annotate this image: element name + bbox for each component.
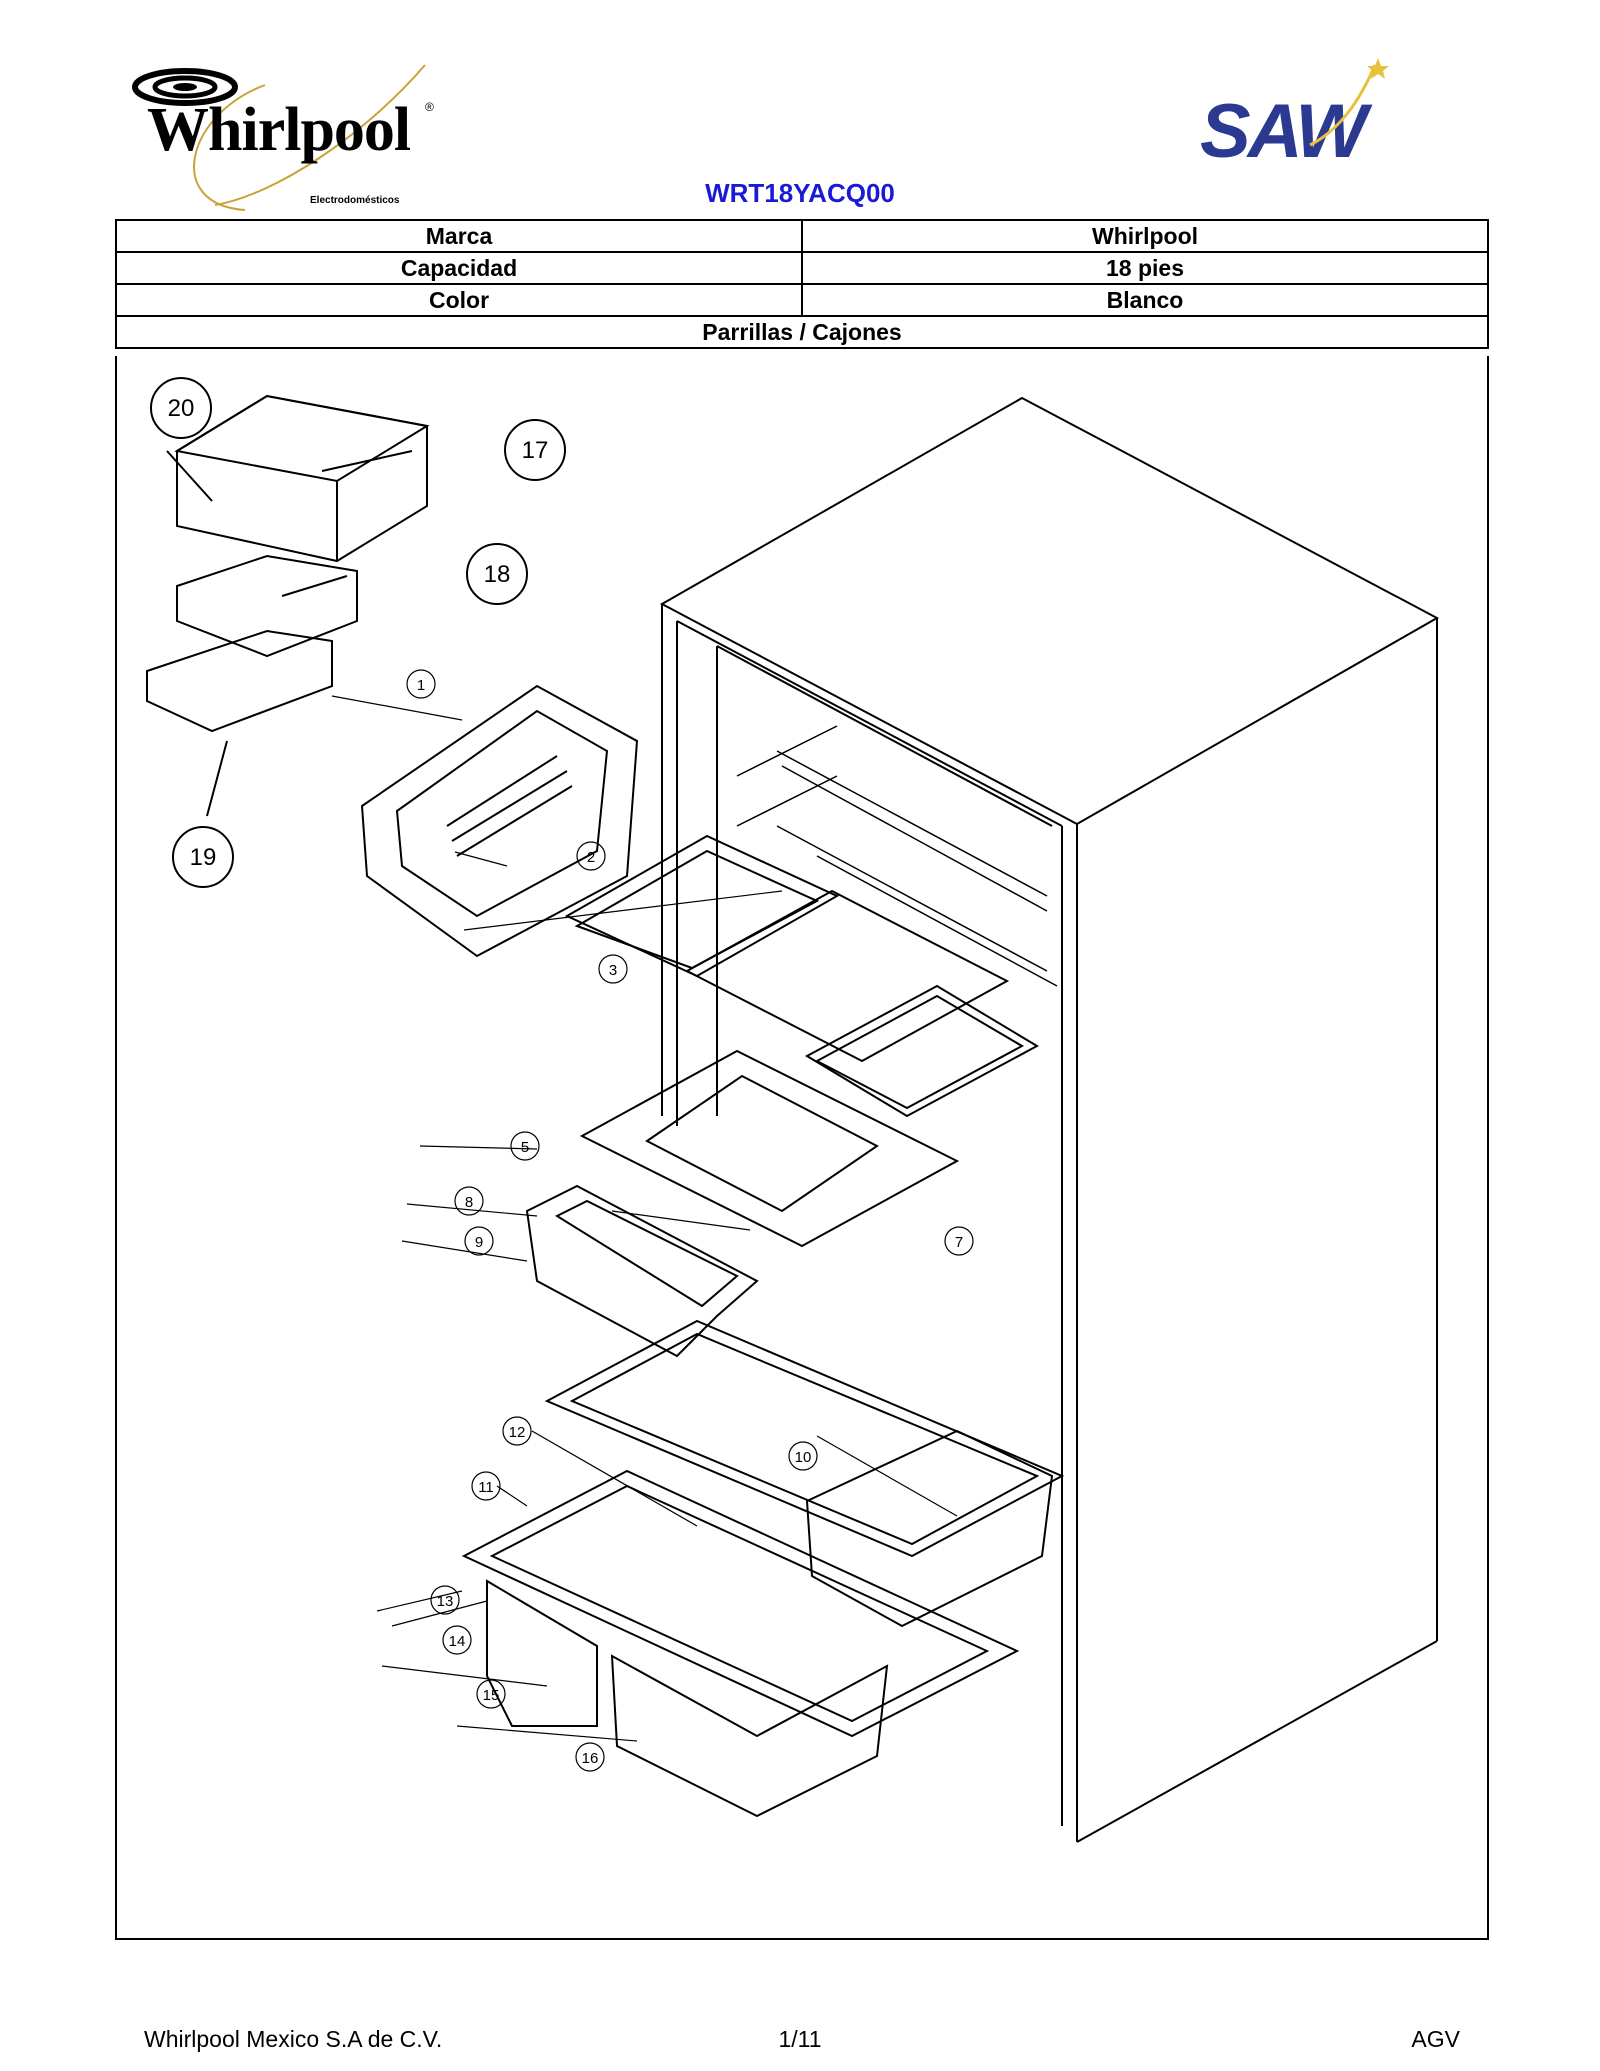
refrigerator-drawing: 20 17 18 19 1 2 3 5 8 9 7 12 1 [146,377,1440,1843]
door-bin-10 [805,1429,1054,1628]
footer-company: Whirlpool Mexico S.A de C.V. [144,2026,443,2052]
spec-row: Capacidad 18 pies [115,251,1489,285]
saw-star-icon [1309,58,1389,147]
callout-10-label: 10 [795,1449,812,1466]
large-callouts: 20 17 18 19 [150,377,566,888]
ice-bin-19 [146,629,333,733]
callout-17: 17 [504,419,566,481]
ice-maker-17 [174,394,430,563]
callout-11: 11 [471,1471,501,1501]
crisper-drawer-15 [486,1579,598,1727]
shelf-12 [544,1319,1065,1558]
callout-10: 10 [788,1441,818,1471]
callout-20: 20 [150,377,212,439]
callout-11-label: 11 [478,1479,494,1496]
whirlpool-wordmark: Whirlpool [147,96,411,164]
callout-12: 12 [502,1416,532,1446]
spec-label: Color [115,283,803,317]
footer-page-number: 1/11 [778,2026,822,2052]
crisper-drawer-16 [610,1654,889,1818]
callout-16-label: 16 [582,1750,599,1767]
callout-13: 13 [430,1585,460,1615]
spec-table: Marca Whirlpool Capacidad 18 pies Color … [115,219,1489,349]
spec-label: Capacidad [115,251,803,285]
saw-wordmark: SAW [1200,89,1367,174]
section-title: Parrillas / Cajones [115,315,1489,349]
callout-15-label: 15 [483,1687,500,1704]
crisper-bin-1 [360,684,639,958]
footer-author: AGV [1411,2026,1460,2052]
saw-logo: SAW [1190,50,1430,174]
callout-5-label: 5 [521,1139,529,1156]
callout-15: 15 [476,1679,506,1709]
callout-3-label: 3 [609,962,617,979]
large-callout-leaders [166,450,413,817]
ice-tray-18 [176,554,358,658]
callout-7-label: 7 [955,1234,963,1251]
crisper-cover-11 [461,1469,1020,1738]
callout-14: 14 [442,1625,472,1655]
drawer-8 [525,1184,759,1358]
spec-row: Marca Whirlpool [115,219,1489,253]
callout-12-label: 12 [509,1424,526,1441]
callout-14-label: 14 [449,1633,466,1650]
spec-row: Color Blanco [115,283,1489,317]
small-callouts: 1 2 3 5 8 9 7 12 10 11 13 14 15 16 [406,669,974,1772]
callout-9: 9 [464,1226,494,1256]
cabinet-rails [736,725,1058,987]
exploded-diagram: 20 17 18 19 1 2 3 5 8 9 7 12 1 [115,356,1489,1940]
callout-19: 19 [172,826,234,888]
callout-13-label: 13 [437,1593,454,1610]
shelf-3 [684,889,1010,1063]
whirlpool-logo: Whirlpool ® Electrodomésticos [125,55,445,215]
callout-7: 7 [944,1226,974,1256]
callout-2: 2 [576,841,606,871]
whirlpool-subtitle: Electrodomésticos [310,195,400,206]
spec-value: Blanco [801,283,1489,317]
callout-8-label: 8 [465,1194,473,1211]
callout-5: 5 [510,1131,540,1161]
callout-19-label: 19 [190,844,217,871]
ice-tray-right [804,984,1040,1118]
callout-18: 18 [466,543,528,605]
callout-3: 3 [598,954,628,984]
ice-tray-2 [564,834,840,978]
callout-1-label: 1 [417,677,425,694]
model-number: WRT18YACQ00 [705,178,895,208]
callout-17-label: 17 [522,437,549,464]
callout-9-label: 9 [475,1234,483,1251]
spec-label: Marca [115,219,803,253]
callout-2-label: 2 [587,849,595,866]
refrigerator-cabinet [659,396,1440,1843]
callout-20-label: 20 [168,395,195,422]
callout-18-label: 18 [484,561,511,588]
registered-mark: ® [425,100,434,114]
callout-1: 1 [406,669,436,699]
callout-16: 16 [575,1742,605,1772]
spec-value: Whirlpool [801,219,1489,253]
spec-value: 18 pies [801,251,1489,285]
shelf-5 [579,1049,960,1248]
whirlpool-swirl-graphic [132,64,426,211]
small-callout-leaders [331,695,958,1742]
callout-8: 8 [454,1186,484,1216]
section-row: Parrillas / Cajones [115,315,1489,349]
